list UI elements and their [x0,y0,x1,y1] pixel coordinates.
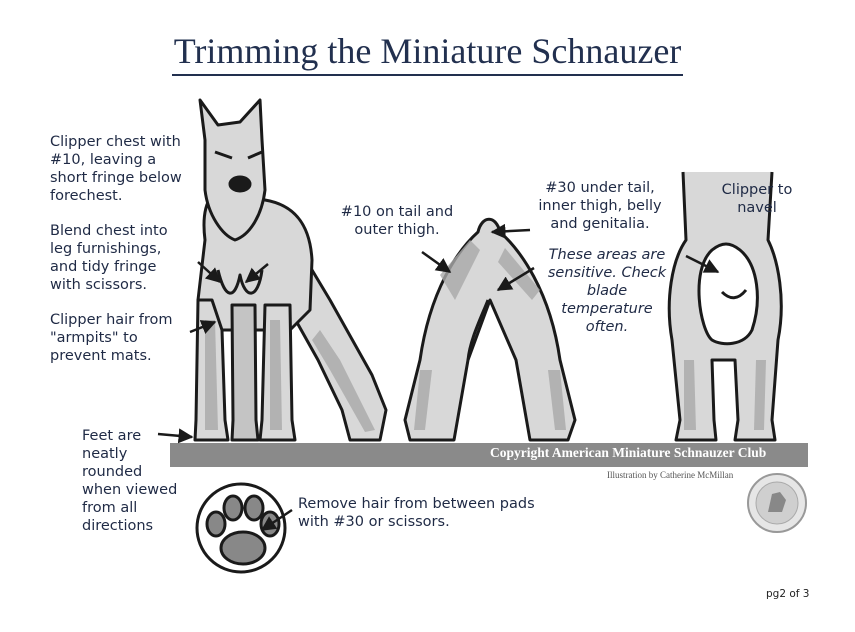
callout-arrows [157,223,720,532]
front-view-dog [193,98,388,442]
note-feet: Feet are neatly rounded when viewed from… [82,428,178,534]
note-navel: Clipper to navel [721,182,793,216]
note-pads: Remove hair from between pads with #30 o… [298,496,535,530]
note-tail-thigh: #10 on tail and outer thigh. [340,204,454,238]
copyright-text: Copyright American Miniature Schnauzer C… [490,445,767,460]
club-seal-icon [747,473,807,533]
note-clipper-chest: Clipper chest with #10, leaving a short … [50,134,182,204]
page-title: Trimming the Miniature Schnauzer [0,30,855,76]
ground-bar [170,443,808,467]
illustration-credit: Illustration by Catherine McMillan [607,470,734,480]
paw-pad-icon [195,482,287,574]
note-sensitive-areas: These areas are sensitive. Check blade t… [547,247,667,335]
title-text: Trimming the Miniature Schnauzer [171,30,684,76]
note-under-tail: #30 under tail, inner thigh, belly and g… [538,180,662,232]
page-number: pg2 of 3 [766,588,810,600]
note-armpits: Clipper hair from "armpits" to prevent m… [50,312,173,364]
note-blend-chest: Blend chest into leg furnishings, and ti… [50,223,168,293]
